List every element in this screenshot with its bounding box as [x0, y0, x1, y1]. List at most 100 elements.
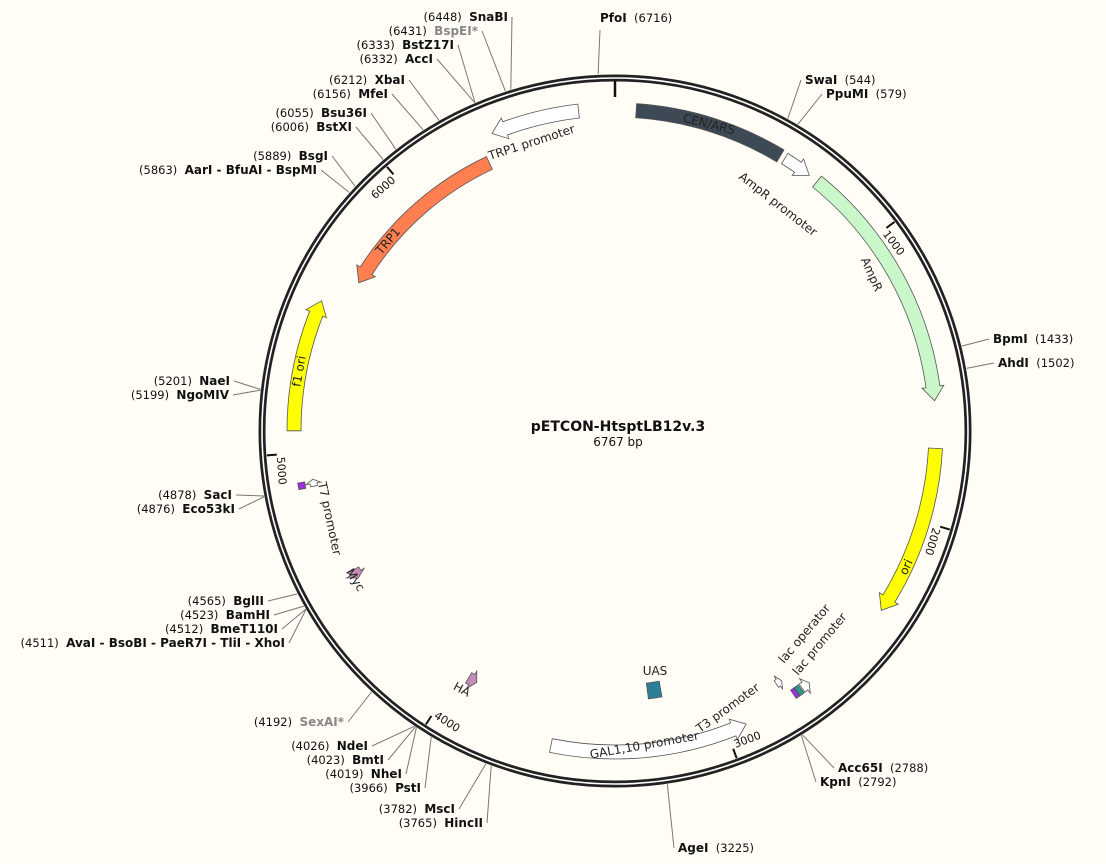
site-eco53ki[interactable]: (4876) Eco53kI: [137, 496, 265, 516]
feature-arrow[interactable]: [304, 478, 323, 488]
feature-unlabeled[interactable]: [790, 687, 801, 699]
feature-arrow[interactable]: [345, 566, 366, 579]
feature-t7-promoter[interactable]: T7 promoter: [304, 478, 344, 557]
site-label[interactable]: (5199) NgoMIV: [131, 388, 230, 402]
site-aari-bfuai-bspmi[interactable]: (5863) AarI - BfuAI - BspMI: [139, 163, 350, 193]
tick-mark: [386, 166, 395, 176]
site-acc65i[interactable]: Acc65I (2788): [802, 734, 929, 775]
site-label[interactable]: (6006) BstXI: [271, 120, 352, 134]
site-label[interactable]: AgeI (3225): [678, 841, 754, 855]
site-acci[interactable]: (6332) AccI: [359, 52, 476, 104]
site-bspei-[interactable]: (6431) BspEI*: [389, 24, 506, 92]
site-bglii[interactable]: (4565) BglII: [188, 593, 298, 608]
feature-myc[interactable]: Myc: [343, 566, 368, 594]
feature-trp1[interactable]: TRP1: [356, 156, 493, 284]
feature-arrow[interactable]: [812, 175, 945, 402]
site-sexai-[interactable]: (4192) SexAI*: [254, 691, 372, 729]
site-label[interactable]: (6333) BstZ17I: [357, 38, 454, 52]
site-label[interactable]: (6332) AccI: [359, 52, 433, 66]
site-leader-line: [267, 593, 298, 602]
site-msci[interactable]: (3782) MscI: [379, 763, 487, 816]
site-bstz17i[interactable]: (6333) BstZ17I: [357, 38, 476, 103]
site-hincii[interactable]: (3765) HincII: [399, 765, 492, 830]
site-naei[interactable]: (5201) NaeI: [154, 374, 261, 390]
feature-unlabeled[interactable]: [297, 481, 307, 491]
feature-arrow[interactable]: [798, 677, 811, 695]
site-label[interactable]: (4511) AvaI - BsoBI - PaeR7I - TliI - Xh…: [21, 636, 285, 650]
feature-f1-ori[interactable]: f1 ori: [286, 300, 328, 432]
site-label[interactable]: (4019) NheI: [325, 767, 402, 781]
site-label[interactable]: (3966) PstI: [350, 781, 422, 795]
site-bstxi[interactable]: (6006) BstXI: [271, 120, 384, 160]
feature-arrow[interactable]: [780, 152, 810, 176]
site-ppumi[interactable]: PpuMI (579): [797, 87, 907, 125]
site-label[interactable]: AhdI (1502): [998, 356, 1074, 370]
site-label[interactable]: (5201) NaeI: [154, 374, 230, 388]
feature-arrow[interactable]: [297, 481, 307, 491]
feature-arrow[interactable]: [356, 156, 493, 284]
site-label[interactable]: (4565) BglII: [188, 594, 264, 608]
site-label[interactable]: KpnI (2792): [820, 775, 896, 789]
site-label[interactable]: PpuMI (579): [826, 87, 907, 101]
site-ahdi[interactable]: AhdI (1502): [966, 356, 1075, 370]
site-label[interactable]: (6448) SnaBI: [424, 10, 508, 24]
site-pfoi[interactable]: PfoI (6716): [597, 11, 672, 75]
site-ndei[interactable]: (4026) NdeI: [291, 725, 415, 753]
site-label[interactable]: (5889) BsgI: [253, 149, 328, 163]
site-label[interactable]: (5863) AarI - BfuAI - BspMI: [139, 163, 317, 177]
site-bpmi[interactable]: BpmI (1433): [961, 332, 1074, 347]
feature-uas[interactable]: UAS: [643, 664, 668, 700]
feature-arrow[interactable]: [645, 680, 663, 700]
feature-gal1-10-promoter[interactable]: GAL1,10 promoter: [549, 718, 747, 762]
site-bsu36i[interactable]: (6055) Bsu36I: [275, 106, 397, 150]
site-nhei[interactable]: (4019) NheI: [325, 727, 417, 781]
feature-arrow[interactable]: [549, 718, 747, 760]
site-mfei[interactable]: (6156) MfeI: [313, 87, 424, 131]
feature-trp1-promoter[interactable]: TRP1 promoter: [486, 103, 580, 163]
feature-arrow[interactable]: [286, 300, 328, 432]
site-label[interactable]: BpmI (1433): [993, 332, 1073, 346]
feature-arrow[interactable]: [773, 675, 784, 690]
feature-ori[interactable]: ori: [878, 447, 943, 611]
site-avai-bsobi-paer7i-tlii-xhoi[interactable]: (4511) AvaI - BsoBI - PaeR7I - TliI - Xh…: [21, 609, 307, 650]
site-label[interactable]: (4026) NdeI: [291, 739, 368, 753]
site-bmet110i[interactable]: (4512) BmeT110I: [165, 608, 307, 636]
site-label[interactable]: Acc65I (2788): [838, 761, 928, 775]
feature-arrow[interactable]: [793, 684, 805, 697]
site-xbai[interactable]: (6212) XbaI: [329, 73, 440, 121]
site-kpni[interactable]: KpnI (2792): [800, 735, 896, 790]
tick-mark: [939, 525, 951, 531]
site-saci[interactable]: (4878) SacI: [158, 488, 265, 502]
site-label[interactable]: (3782) MscI: [379, 802, 455, 816]
site-swai[interactable]: SwaI (544): [787, 73, 876, 119]
site-label[interactable]: SwaI (544): [805, 73, 876, 87]
site-label[interactable]: (4023) BmtI: [307, 753, 384, 767]
feature-arrow[interactable]: [491, 103, 580, 140]
site-agei[interactable]: AgeI (3225): [666, 784, 754, 855]
feature-arrow[interactable]: [635, 103, 785, 163]
site-label[interactable]: (4512) BmeT110I: [165, 622, 278, 636]
site-snabi[interactable]: (6448) SnaBI: [424, 10, 513, 90]
site-label[interactable]: (4192) SexAI*: [254, 715, 345, 729]
site-label[interactable]: (6156) MfeI: [313, 87, 388, 101]
site-label[interactable]: (4876) Eco53kI: [137, 502, 235, 516]
site-psti[interactable]: (3966) PstI: [350, 736, 432, 795]
feature-arrow[interactable]: [790, 687, 801, 699]
feature-arrow[interactable]: [878, 447, 943, 611]
site-bsgi[interactable]: (5889) BsgI: [253, 149, 356, 187]
site-label[interactable]: (6212) XbaI: [329, 73, 405, 87]
feature-ampr-promoter[interactable]: AmpR promoter: [736, 152, 820, 239]
feature-ampr[interactable]: AmpR: [812, 175, 945, 402]
site-label[interactable]: (4523) BamHI: [180, 608, 270, 622]
site-label[interactable]: (4878) SacI: [158, 488, 232, 502]
feature-ha[interactable]: HA: [451, 669, 478, 700]
feature-arrow[interactable]: [464, 669, 478, 690]
site-leader-line: [273, 605, 305, 616]
site-bmti[interactable]: (4023) BmtI: [307, 726, 416, 767]
site-label[interactable]: (6055) Bsu36I: [275, 106, 367, 120]
site-label[interactable]: (6431) BspEI*: [389, 24, 479, 38]
site-bamhi[interactable]: (4523) BamHI: [180, 605, 305, 622]
site-ngomiv[interactable]: (5199) NgoMIV: [131, 388, 261, 402]
site-label[interactable]: PfoI (6716): [600, 11, 672, 25]
site-label[interactable]: (3765) HincII: [399, 816, 483, 830]
